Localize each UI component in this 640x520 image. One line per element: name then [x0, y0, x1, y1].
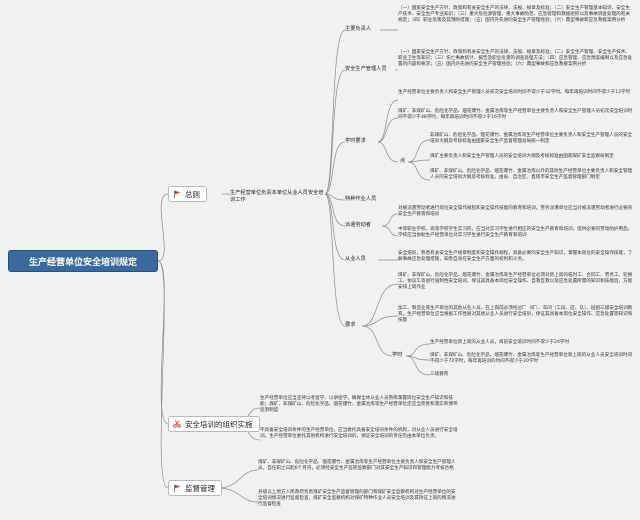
requirements-hours-item-3: 三级教育 [430, 372, 449, 377]
requirements-hours-item-1: 生产经营单位新上岗的从业人员，岗前安全培训时间不得少于24学时 [430, 340, 570, 345]
dispatch-label: 派遣劳动者 [345, 222, 371, 228]
red-flag-icon [173, 484, 181, 492]
section-implementation[interactable]: 安全培训的组织实施 [168, 416, 260, 432]
supervision-item-1: 煤矿、非煤矿山、危险化学品、烟花爆竹、金属冶炼等生产经营单位主要负责人和安全生产… [258, 460, 456, 472]
root-title: 生产经营单位安全培训规定 [28, 257, 137, 268]
hours-item-2: 煤矿、非煤矿山、危险化学品、烟花爆竹、金属冶炼等生产经营单位主要负责人和安全生产… [398, 109, 633, 121]
workers-label: 从业人员 [345, 256, 366, 262]
dispatch-item-2: 中等职业学校、高等学校学生实习的，应当对实习学生进行相应的安全生产教育和培训，提… [398, 227, 633, 239]
general-label: 生产经营单位负责本单位从业人员安全培训工作 [230, 190, 324, 203]
hours-sub-item-1: 非煤矿山、危险化学品、烟花爆竹、金属冶炼等生产经营单位主要负责人和安全生产管理人… [430, 133, 633, 145]
requirements-hours-item-2: 煤矿、非煤矿山、危险化学品、烟花爆竹、金属冶炼等生产经营单位新上岗的从业人员安全… [430, 353, 633, 365]
section-general-title: 总则 [185, 189, 200, 199]
requirements-label: 要求 [345, 322, 356, 328]
hours-sub-item-3: 煤矿、非煤矿山、危险化学品、烟花爆竹、金属冶炼以外的其他生产经营单位主要负责人和… [430, 169, 633, 181]
hours-label: 学时要求 [345, 138, 366, 144]
red-scissors-icon [173, 420, 181, 428]
section-supervision[interactable]: 监督管理 [168, 480, 222, 496]
implementation-item-2: 不具备安全培训条件的生产经营单位，应当委托具备安全培训条件的机构，对从业人员进行… [260, 428, 458, 440]
hours-sub-item-2: 煤矿主要负责人和安全生产管理人员的安全培训大纲及考核标准由国家煤矿安全监察局制定 [430, 154, 614, 159]
section-supervision-title: 监督管理 [185, 483, 215, 493]
section-general[interactable]: 总则 [168, 186, 207, 202]
requirements-item-2: 加工、制造业等生产单位的其他从业人员，在上岗前必须经过厂（矿）、车间（工段、区、… [398, 306, 633, 324]
safety-manager-label: 安全生产管理人员 [345, 66, 387, 72]
special-label: 特种作业人员 [345, 196, 377, 202]
dispatch-item-1: 对被派遣劳动者进行岗位安全操作规程和安全操作技能的教育和培训。劳务派遣单位应当对… [398, 206, 633, 218]
hours-sub-label: 点 [400, 158, 406, 164]
workers-text: 安全培训，熟悉有关安全生产规章制度和安全操作规程，具备必要的安全生产知识，掌握本… [398, 251, 633, 263]
supervision-item-2: 县级以上地方人民政府负责煤矿安全生产监督管理的部门和煤矿安全监察机构对生产经营单… [258, 490, 456, 508]
hours-item-1: 生产经营单位主要负责人和安全生产管理人员初次安全培训时间不得少于32学时。每年再… [398, 90, 631, 95]
requirements-hours-label: 学时 [392, 352, 403, 358]
root-topic[interactable]: 生产经营单位安全培训规定 [8, 250, 158, 272]
safety-manager-text: （一）国家安全生产方针、政策和有关安全生产的法律、法规、规章及标准；（二）安全生… [398, 50, 633, 68]
section-implementation-title: 安全培训的组织实施 [185, 419, 253, 429]
main-head-text: （一）国家安全生产方针、政策和有关安全生产的法律、法规、规章及标准；（二）安全生… [398, 6, 630, 24]
red-flag-icon [173, 190, 181, 198]
requirements-item-1: 煤矿、非煤矿山、危险化学品、烟花爆竹、金属冶炼等生产经营单位必须对新上岗的临时工… [398, 273, 633, 291]
main-head-label: 主要负责人 [345, 26, 371, 32]
implementation-item-1: 生产经营单位应当坚持以考促学、以讲促学，确保全体从业人员熟练掌握岗位安全生产知识… [260, 396, 458, 414]
